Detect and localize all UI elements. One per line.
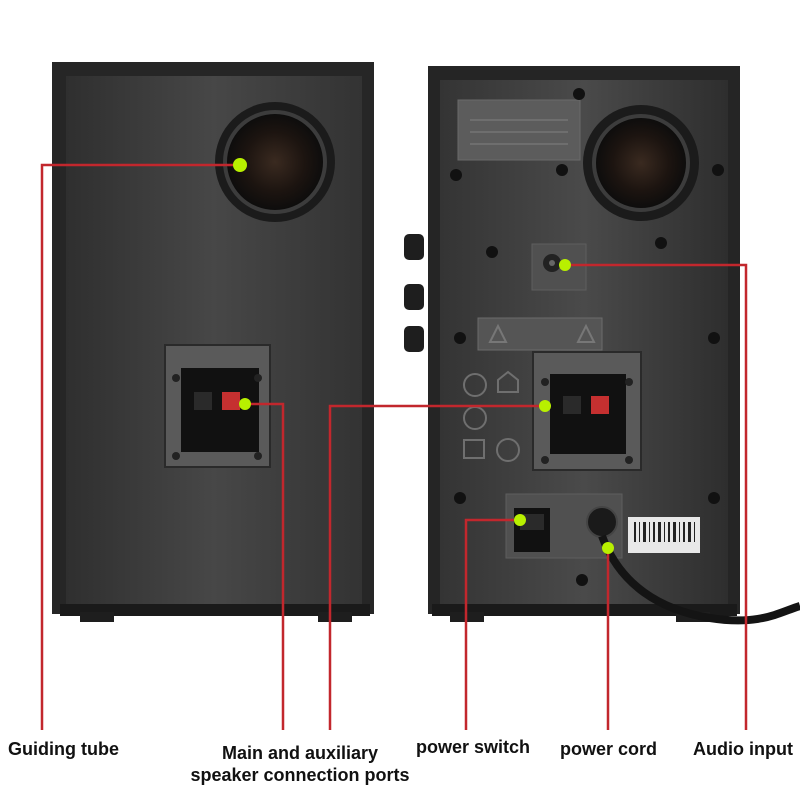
callout-dot-power-switch [514,514,526,526]
label-speaker-ports-line-2: speaker connection ports [190,765,410,785]
label-guiding-tube: Guiding tube [8,739,119,760]
callout-line-main-port [245,402,285,730]
label-speaker-ports-line-1: Main and auxiliary [221,743,379,763]
label-audio-input: Audio input [693,739,793,760]
rca-jack-icon [531,243,587,291]
callout-dots [233,158,614,554]
label-power-cord-text: power cord [560,739,658,759]
callout-line-aux-port [328,404,545,730]
label-audio-input-text: Audio input [693,739,793,759]
callout-dot-main-port [239,398,251,410]
label-speaker-ports: Main and auxiliary speaker connection po… [185,742,415,786]
port-tube-icon [215,102,335,222]
label-power-switch-text: power switch [416,737,531,757]
warning-label-icon [477,317,603,351]
spring-terminal-icon [164,344,271,468]
callout-dot-power-cord [602,542,614,554]
label-power-cord: power cord [560,739,657,760]
spring-terminal-icon [532,351,642,471]
certification-marks-icon [463,370,520,462]
left-speaker [52,62,374,622]
label-guiding-tube-text: Guiding tube [8,739,119,759]
callout-dot-audio-input [559,259,571,271]
callout-line-guiding-tube [40,163,240,730]
barcode-sticker-icon [628,517,700,553]
callout-line-audio-input [565,263,748,730]
callout-dot-guiding-tube [233,158,247,172]
power-cable-icon [586,506,800,625]
right-speaker [404,66,800,625]
callout-lines [40,163,748,730]
callout-dot-aux-port [539,400,551,412]
callout-line-power-switch [464,518,520,730]
port-tube-icon [583,105,699,221]
label-power-switch: power switch [416,737,530,758]
